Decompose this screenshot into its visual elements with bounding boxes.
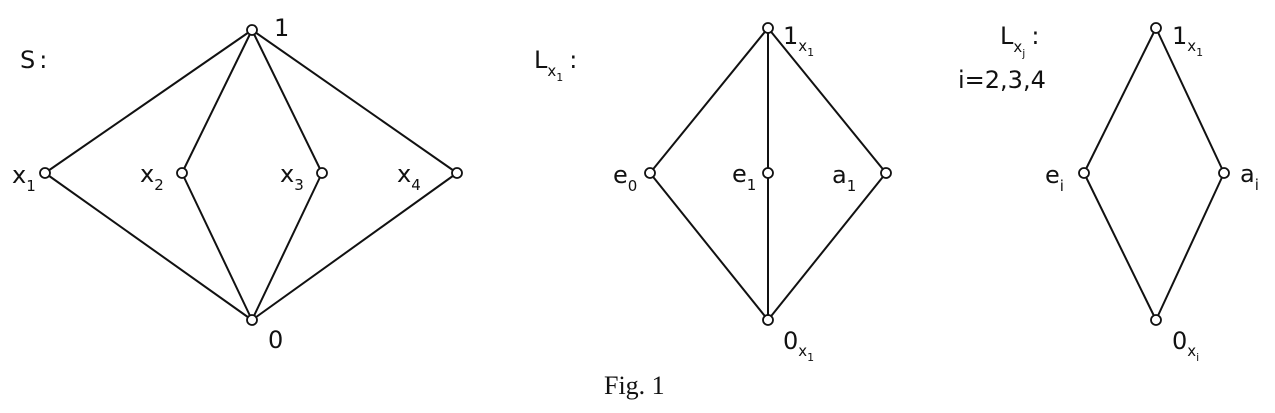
edge-top-a1 [767, 27, 887, 174]
node-label-e1: e1 [732, 160, 756, 194]
node-bottom [762, 314, 774, 326]
node-e0 [644, 167, 656, 179]
diagram-lx1-title: Lx1: [534, 46, 577, 84]
node-x4 [451, 167, 463, 179]
edge-a1-bottom [767, 172, 887, 321]
node-ei [1078, 167, 1090, 179]
node-x1 [39, 167, 51, 179]
node-top [1150, 22, 1162, 34]
diagram-s-title: S: [20, 46, 47, 74]
node-label-ei: ei [1045, 161, 1064, 195]
edge-top-ei [1083, 27, 1157, 174]
node-label-x4: x4 [397, 160, 421, 194]
node-label-0xi: 0xi [1172, 327, 1199, 364]
diagram-lxj-condition: i=2,3,4 [958, 66, 1046, 94]
node-top [762, 22, 774, 34]
figure-caption: Fig. 1 [604, 371, 665, 400]
node-e1 [762, 167, 774, 179]
edge-x3-bottom [251, 172, 323, 321]
edge-top-x1 [44, 29, 253, 174]
diagram-lxj-edges [1083, 27, 1225, 321]
node-label-x3: x3 [280, 160, 304, 194]
edge-top-ai [1155, 27, 1225, 174]
edge-ei-bottom [1083, 172, 1157, 321]
node-a1 [880, 167, 892, 179]
edge-top-x4 [251, 29, 458, 174]
node-label-a1: a1 [832, 161, 856, 195]
node-label-0: 0 [268, 326, 283, 354]
edge-x1-bottom [44, 172, 253, 321]
node-label-1x1-b: 1x1 [1172, 22, 1203, 59]
node-label-0x1: 0x1 [783, 327, 814, 364]
edge-ai-bottom [1155, 172, 1225, 321]
diagram-s-edges [44, 29, 458, 321]
edge-x2-bottom [181, 172, 253, 321]
node-top [246, 24, 258, 36]
diagram-lxj: Lxj: i=2,3,4 1x1 ei ai 0xi [958, 22, 1259, 364]
node-label-x2: x2 [140, 160, 164, 194]
node-label-1: 1 [274, 14, 289, 42]
node-x3 [316, 167, 328, 179]
edge-top-x3 [251, 29, 323, 174]
node-bottom [1150, 314, 1162, 326]
node-x2 [176, 167, 188, 179]
edge-top-e0 [649, 27, 769, 174]
node-label-ai: ai [1240, 160, 1259, 194]
node-bottom [246, 314, 258, 326]
diagram-s: S: 1 x1 x2 x3 x4 0 [12, 14, 463, 354]
diagram-lx1-edges [649, 27, 887, 321]
diagram-lxj-title: Lxj: [1000, 22, 1039, 60]
node-label-1x1: 1x1 [783, 22, 814, 59]
node-label-x1: x1 [12, 161, 36, 195]
edge-e0-bottom [649, 172, 769, 321]
node-label-e0: e0 [613, 161, 637, 195]
edge-top-x2 [181, 29, 253, 174]
diagram-lx1: Lx1: 1x1 e0 e1 a1 0x1 [534, 22, 892, 364]
edge-x4-bottom [251, 172, 458, 321]
node-ai [1218, 167, 1230, 179]
